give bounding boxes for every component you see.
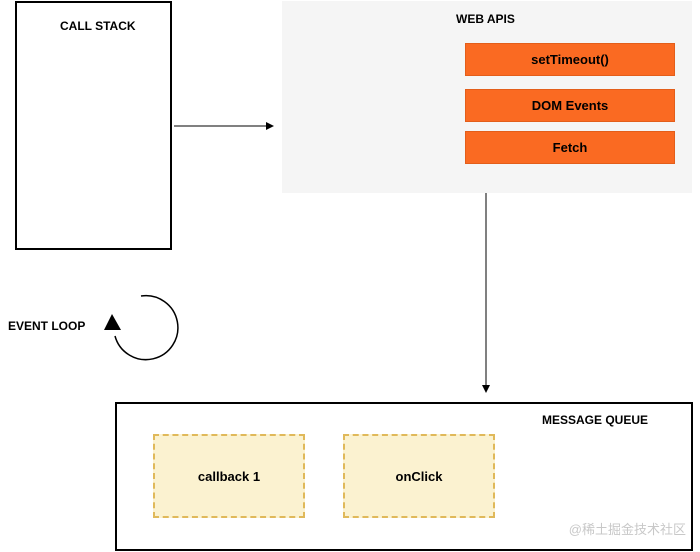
web-apis-label: WEB APIS [456, 12, 515, 26]
onclick-box: onClick [343, 434, 495, 518]
event-loop-label: EVENT LOOP [8, 319, 86, 333]
api-fetch-box: Fetch [465, 131, 675, 164]
callback-1-box: callback 1 [153, 434, 305, 518]
event-loop-icon [104, 294, 179, 361]
call-stack-box [15, 1, 172, 250]
message-queue-label: MESSAGE QUEUE [542, 413, 649, 427]
watermark-text: @稀土掘金技术社区 [568, 522, 686, 537]
api-dom-events-box: DOM Events [465, 89, 675, 122]
api-settimeout-box: setTimeout() [465, 43, 675, 76]
call-stack-label: CALL STACK [60, 19, 136, 33]
